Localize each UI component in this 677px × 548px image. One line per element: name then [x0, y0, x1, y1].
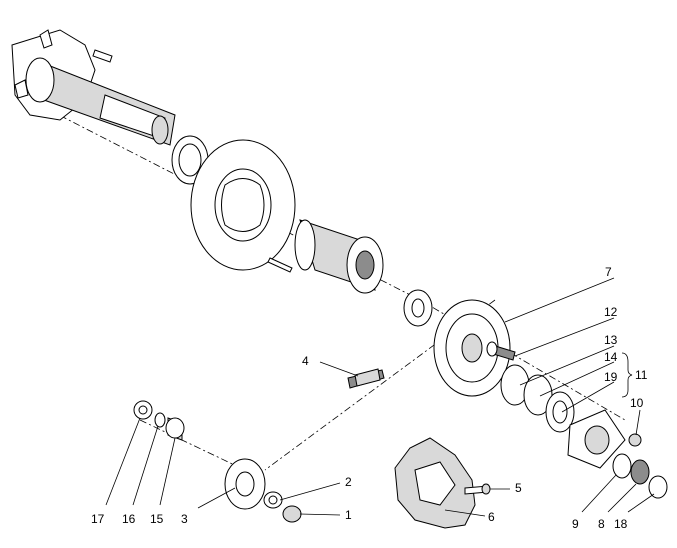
callout-15: 15 [150, 512, 164, 526]
callout-3: 3 [181, 512, 188, 526]
leader-lines [105, 277, 655, 517]
callout-2: 2 [345, 475, 352, 489]
callout-19: 19 [604, 370, 618, 384]
sprocket-carrier [294, 219, 384, 294]
spacer-washer [403, 289, 433, 327]
hub-pin [486, 341, 516, 361]
axle-nut-set [612, 453, 668, 499]
callout-5: 5 [515, 481, 522, 495]
callout-11: 11 [635, 368, 648, 382]
callout-8: 8 [598, 517, 605, 531]
spline-ring [171, 135, 209, 185]
callout-10: 10 [630, 396, 644, 410]
callout-6: 6 [488, 510, 495, 524]
callout-7: 7 [605, 265, 612, 279]
sprocket-cover [394, 437, 476, 529]
swingarm-hub [11, 29, 176, 146]
nut-10 [628, 433, 642, 447]
callout-labels: 7 12 13 14 11 19 10 4 5 6 2 1 3 15 16 17… [91, 265, 648, 531]
disc-bolt [267, 257, 293, 273]
eccentric-hub [567, 409, 626, 469]
callout-1: 1 [345, 508, 352, 522]
callout-4: 4 [302, 354, 309, 368]
bearings [500, 364, 575, 433]
callout-13: 13 [604, 333, 618, 347]
callout-12: 12 [604, 305, 618, 319]
front-sprocket [224, 458, 266, 510]
output-spacers [133, 400, 185, 441]
callout-17: 17 [91, 512, 105, 526]
front-sprocket-fasteners [263, 491, 302, 523]
brace-11 [621, 352, 633, 398]
callout-14: 14 [604, 350, 618, 364]
cover-screw [464, 483, 491, 495]
callout-9: 9 [572, 517, 579, 531]
callout-18: 18 [614, 517, 628, 531]
callout-16: 16 [122, 512, 136, 526]
chain-link [347, 368, 385, 389]
brake-disc [190, 139, 296, 271]
